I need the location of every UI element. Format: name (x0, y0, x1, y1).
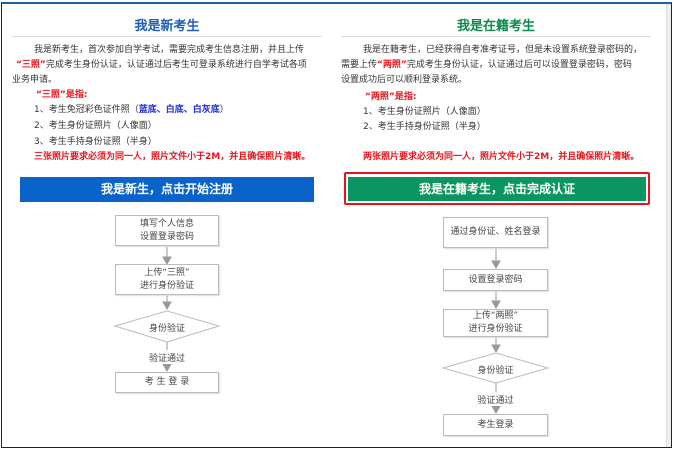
flow-step-id-login: 通过身份证、姓名登录 (443, 217, 548, 248)
intro-text: 设置成功后可以顺利登录系统。 (341, 75, 468, 85)
flow-step-label: 进行身份验证 (139, 280, 194, 291)
scrollbar[interactable] (666, 4, 671, 447)
photo-item: 1、考生免冠彩色证件照（ (34, 105, 139, 115)
flow-pass-label: 验证通过 (115, 351, 219, 364)
new-student-title: 我是新考生 (134, 19, 200, 34)
flow-step-label: 上传“三照” (144, 267, 190, 278)
enrolled-student-title: 我是在籍考生 (456, 19, 535, 34)
intro-text: 需要上传 (341, 60, 378, 70)
arrow-icon (491, 344, 501, 354)
flow-step-label: 进行身份验证 (468, 324, 523, 334)
flow-step-label: 设置登录密码 (139, 231, 194, 242)
photos-heading: “两照”是指: (365, 92, 417, 102)
flow-pass-label: 验证通过 (443, 393, 548, 406)
three-photos-term: “三照” (16, 60, 46, 70)
intro-text: 我是新考生，首次参加自学考试，需要完成考生信息注册，并且上传 (34, 45, 305, 55)
photo-item: 2、考生身份证照片（人像面） (34, 121, 157, 131)
flow-step-upload: 上传“三照” 进行身份验证 (115, 264, 219, 295)
flow-step-upload: 上传“两照” 进行身份验证 (443, 309, 548, 337)
photo-warning: 三张照片要求必须为同一人，照片文件小于2M，并且确保照片清晰。 (34, 152, 311, 162)
photo-item: 3、考生手持身份证照（半身） (34, 137, 157, 147)
photo-warning: 两张照片要求必须为同一人，照片文件小于2M，并且确保照片清晰。 (363, 152, 640, 162)
photo-item-end: ） (219, 105, 229, 115)
divider (341, 36, 651, 37)
two-photos-term: “两照” (377, 60, 407, 70)
decision-diamond (441, 352, 550, 384)
enrolled-student-verify-button[interactable]: 我是在籍考生，点击完成认证 (348, 177, 646, 201)
arrow-icon (491, 300, 501, 310)
photo-background-options: 蓝底、白底、白灰底 (138, 105, 220, 115)
intro-text: 完成考生身份认证，认证通过后考生可登录系统进行自学考试各项 (45, 60, 307, 70)
photo-item: 1、考生身份证照片（人像面） (363, 107, 486, 117)
flow-step-label: 上传“两照” (472, 311, 519, 321)
arrow-icon (162, 363, 172, 373)
flow-step-login: 考 生 登 录 (115, 372, 219, 393)
arrow-icon (162, 256, 172, 266)
flow-step-label: 填写个人信息 (139, 218, 194, 229)
intro-text: 完成考生身份认证，认证通过后可以设置登录密码，密码 (406, 60, 632, 70)
flow-step-fill-info: 填写个人信息设置登录密码 (115, 215, 219, 246)
arrow-icon (162, 301, 172, 311)
divider (12, 36, 322, 37)
arrow-icon (491, 260, 501, 270)
photos-heading: “三照”是指: (36, 90, 88, 100)
flow-step-set-password: 设置登录密码 (443, 269, 548, 291)
flow-decision-label: 身份验证 (477, 366, 514, 376)
new-student-register-button[interactable]: 我是新生，点击开始注册 (20, 177, 314, 202)
decision-diamond (113, 310, 221, 343)
arrow-icon (491, 405, 501, 415)
flow-step-login: 考生登录 (443, 414, 548, 436)
highlight-outline (344, 172, 650, 205)
intro-text: 我是在籍考生，已经获得自考准考证号，但是未设置系统登录密码的， (363, 45, 643, 55)
flow-decision-label: 身份验证 (148, 324, 185, 334)
intro-text: 业务申请。 (12, 75, 58, 85)
photo-item: 2、考生手持身份证照（半身） (363, 122, 486, 132)
